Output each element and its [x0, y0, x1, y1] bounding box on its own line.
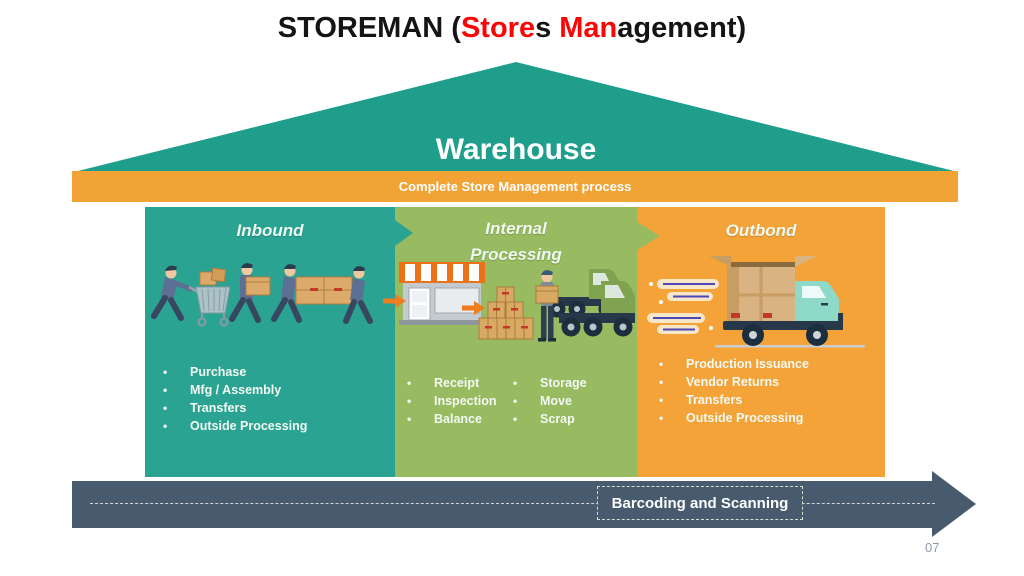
- process-arrow-icon: [932, 471, 976, 537]
- speed-lines-icon: [647, 279, 719, 334]
- title-seg-red-1: Store: [460, 12, 536, 44]
- warehouse-worker-icon: [535, 270, 559, 342]
- delivery-truck-icon: [647, 256, 865, 348]
- list-item: Vendor Returns: [657, 375, 809, 393]
- list-item: Inspection: [405, 394, 497, 412]
- page-title: STOREMAN (Stores Management): [0, 12, 1024, 45]
- list-item: Transfers: [657, 393, 809, 411]
- list-item: Outside Processing: [161, 419, 307, 437]
- title-seg-red-2: Man: [559, 12, 618, 44]
- title-seg-black-3: agement): [617, 12, 747, 44]
- internal-list-col1: Receipt Inspection Balance: [405, 376, 497, 430]
- process-banner-label: Complete Store Management process: [398, 179, 632, 194]
- panel-inbound: Inbound: [145, 207, 395, 477]
- barcoding-label: Barcoding and Scanning: [597, 486, 803, 520]
- list-item: Balance: [405, 412, 497, 430]
- chevron-right-icon: [395, 220, 413, 246]
- outbond-list: Production Issuance Vendor Returns Trans…: [657, 357, 809, 429]
- worker-carrying-box-icon: [229, 263, 271, 323]
- list-item: Move: [511, 394, 587, 412]
- inbound-workers-illustration: [151, 263, 373, 327]
- inbound-title: Inbound: [236, 221, 304, 240]
- warehouse-label: Warehouse: [435, 133, 597, 166]
- cart-with-boxes-icon: [188, 267, 231, 327]
- list-item: Storage: [511, 376, 587, 394]
- inbound-list: Purchase Mfg / Assembly Transfers Outsid…: [161, 365, 307, 437]
- panel-internal-processing: Internal Processing: [395, 207, 637, 477]
- chevron-right-icon: [637, 222, 660, 250]
- internal-processing-illustration: [399, 262, 635, 342]
- dashed-line: [90, 503, 935, 504]
- flow-arrow-icon: [462, 301, 485, 315]
- internal-list-col2: Storage Move Scrap: [511, 376, 587, 430]
- list-item: Mfg / Assembly: [161, 383, 307, 401]
- truck-icon: [709, 256, 865, 348]
- process-banner: Complete Store Management process: [72, 171, 958, 202]
- flow-arrow-icon: [383, 294, 406, 308]
- title-seg-black-2: s: [535, 12, 560, 44]
- list-item: Scrap: [511, 412, 587, 430]
- list-item: Outside Processing: [657, 411, 809, 429]
- warehouse-roof: Warehouse: [78, 62, 954, 171]
- process-arrow-body: [72, 481, 932, 528]
- list-item: Production Issuance: [657, 357, 809, 375]
- list-item: Purchase: [161, 365, 307, 383]
- workers-carrying-large-box-icon: [271, 264, 373, 324]
- green-trucks-icon: [545, 269, 635, 337]
- page-number: 07: [925, 540, 940, 555]
- outbond-title: Outbond: [725, 221, 797, 240]
- internal-processing-title: Internal Processing: [470, 219, 562, 264]
- panel-outbond: Outbond: [637, 207, 885, 477]
- title-seg-black-1: STOREMAN (: [277, 12, 461, 44]
- boxes-stack-icon: [478, 286, 534, 340]
- worker-pushing-cart-icon: [151, 265, 194, 321]
- list-item: Receipt: [405, 376, 497, 394]
- list-item: Transfers: [161, 401, 307, 419]
